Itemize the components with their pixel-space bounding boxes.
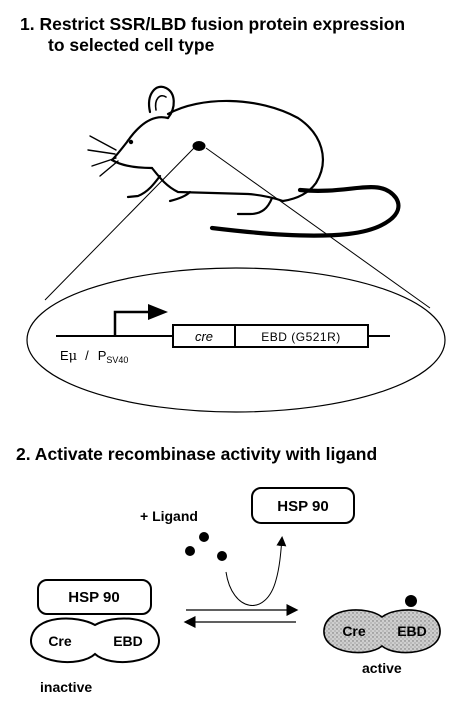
active-state-label: active	[362, 660, 402, 676]
bound-ligand-molecule	[405, 595, 417, 607]
active-ebd-label: EBD	[397, 623, 427, 639]
step1-title-line2: to selected cell type	[48, 35, 215, 55]
release-curve-arrow	[225, 536, 287, 606]
promoter-label: Eμ / PSV40	[60, 348, 128, 365]
active-cre-ebd-protein	[323, 609, 441, 654]
promoter-p: P	[98, 348, 107, 363]
target-cell-spot	[192, 141, 206, 151]
inactive-cre-ebd-protein	[29, 617, 161, 664]
cell-zoom-ellipse	[26, 267, 446, 413]
ligand-label: + Ligand	[140, 508, 198, 524]
ligand-molecule-3	[217, 551, 227, 561]
bound-hsp90-box	[37, 579, 152, 615]
mouse-illustration	[87, 85, 401, 238]
inactive-state-label: inactive	[40, 679, 92, 695]
promoter-arrow-icon	[148, 304, 168, 320]
inactive-ebd-label: EBD	[113, 633, 143, 649]
zoom-line-left	[44, 147, 195, 301]
ebd-gene-label: EBD (G521R)	[261, 330, 341, 344]
bound-hsp90-label: HSP 90	[68, 589, 119, 606]
ebd-gene-box	[234, 324, 369, 348]
step1-title-line1: 1. Restrict SSR/LBD fusion protein expre…	[20, 14, 406, 34]
released-hsp90-box	[251, 487, 355, 524]
promoter-e: E	[60, 348, 69, 363]
released-hsp90-label: HSP 90	[277, 498, 328, 515]
ligand-molecule-2	[185, 546, 195, 556]
promoter-separator: /	[85, 348, 89, 363]
zoom-line-right	[205, 147, 431, 309]
mouse-eye-icon	[128, 139, 134, 145]
inactive-cre-label: Cre	[48, 633, 72, 649]
ligand-molecule-1	[199, 532, 209, 542]
step2-title: 2. Activate recombinase activity with li…	[16, 444, 378, 464]
promoter-mu: μ	[69, 349, 77, 364]
promoter-arrow-stem	[113, 310, 148, 336]
active-cre-label: Cre	[342, 623, 366, 639]
promoter-subscript: SV40	[106, 355, 128, 365]
cre-gene-label: cre	[195, 329, 213, 344]
